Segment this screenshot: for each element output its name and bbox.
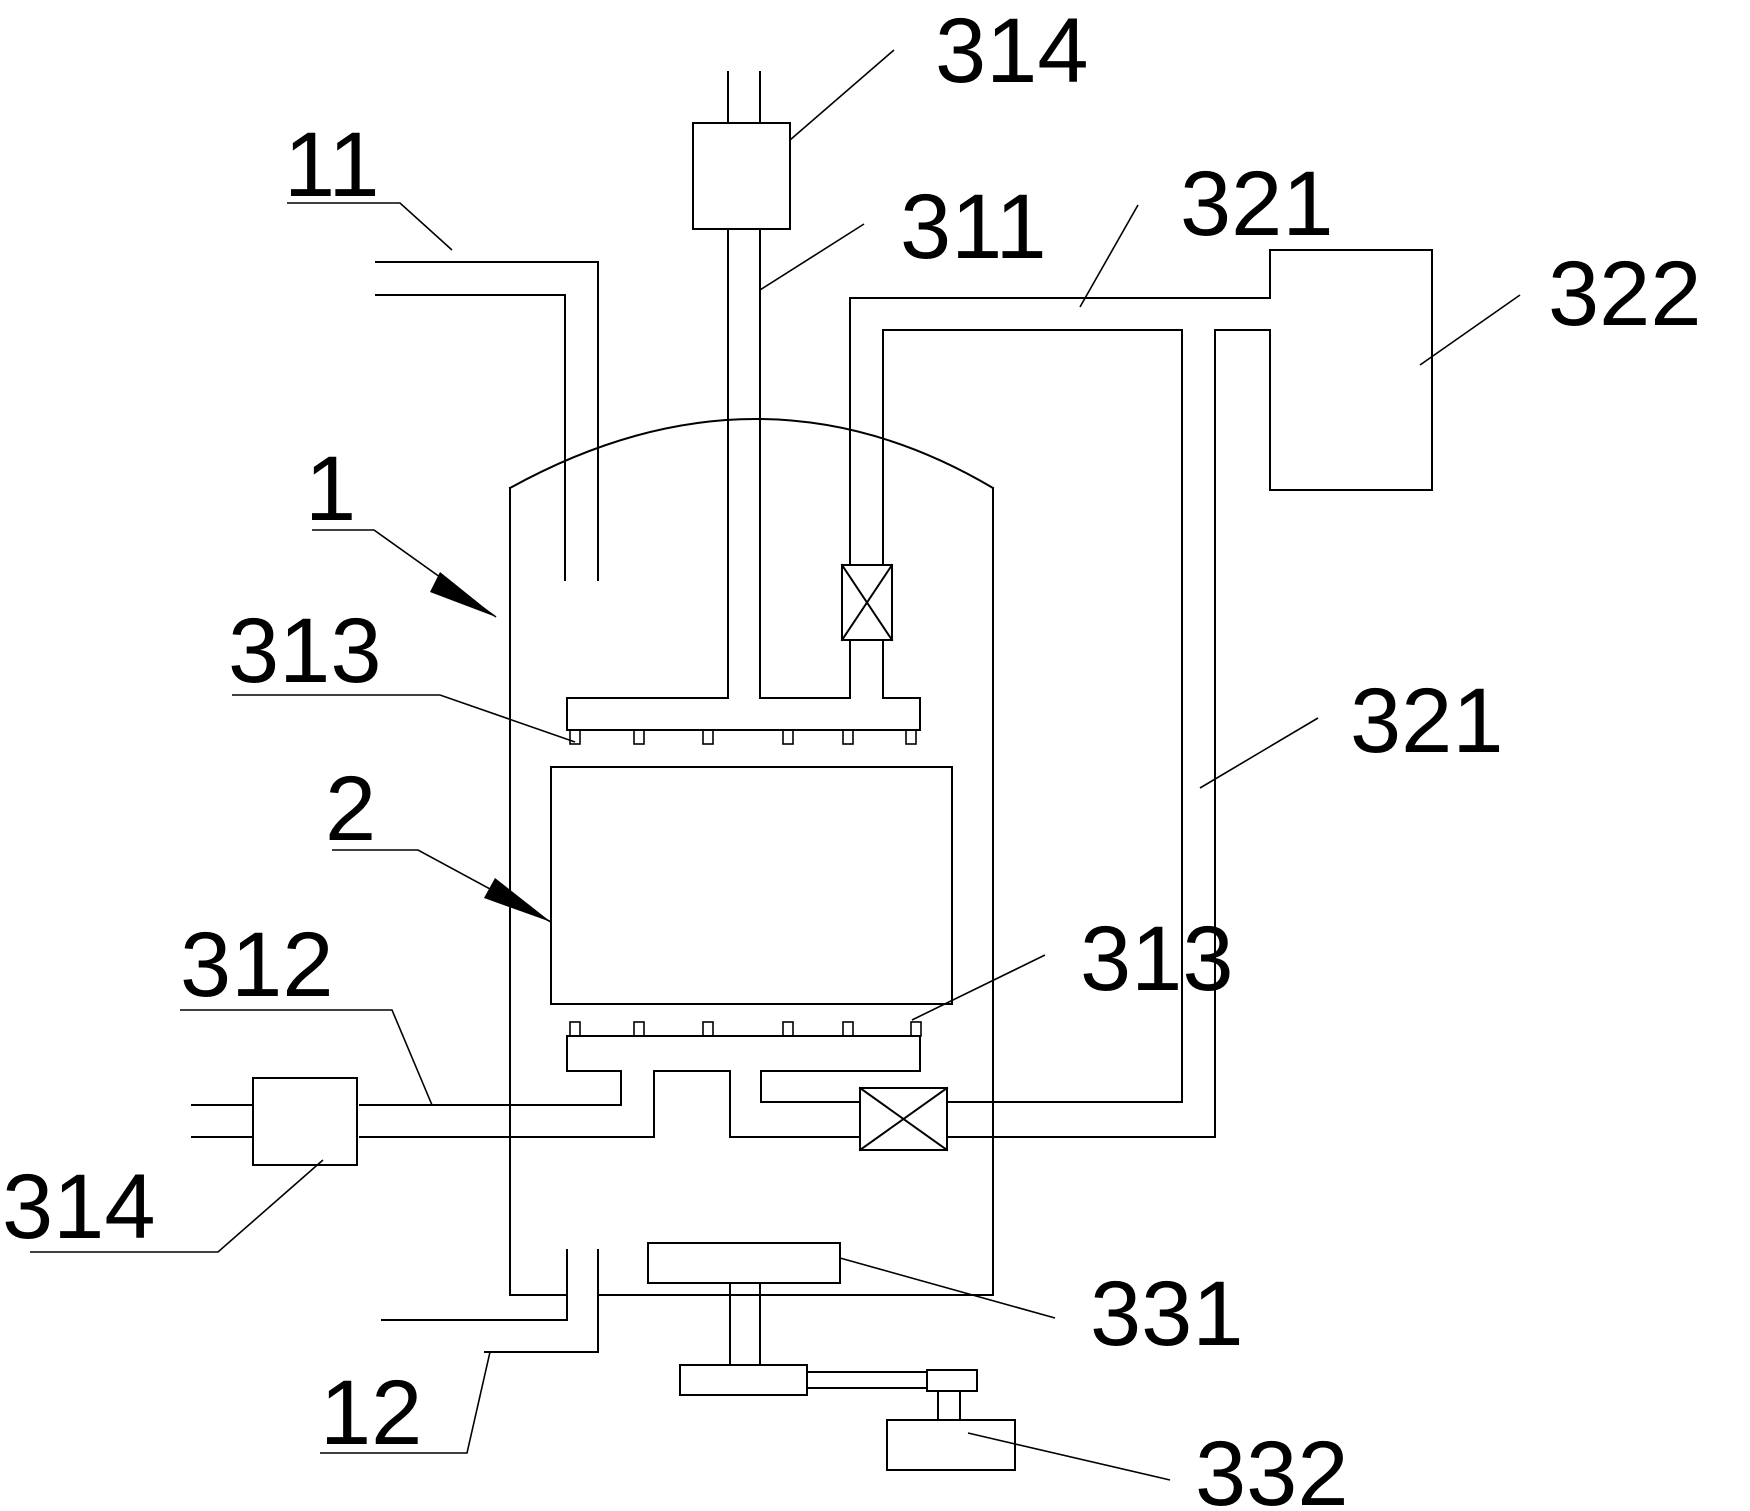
filter-media [550,766,953,1005]
top-valve [840,563,894,642]
label-bottom-plate: 331 [1090,1263,1244,1365]
label-top-pump: 314 [935,0,1089,102]
outlet-pipe [381,1249,599,1353]
label-collection-tank: 322 [1548,243,1702,345]
label-top-supply-pipe: 311 [900,176,1047,278]
label-inlet-pipe: 11 [284,114,380,216]
label-outlet-pipe: 12 [320,1362,422,1464]
bottom-distributor [359,1021,922,1138]
arrow-icon [430,572,496,617]
label-right-return-pipe: 321 [1350,670,1504,772]
label-bottom-pump: 314 [2,1156,156,1258]
top-distributor [566,639,921,745]
top-supply-pipe [727,228,761,699]
label-filter-media: 2 [325,758,376,860]
bottom-pump [191,1077,358,1166]
label-tank: 1 [305,438,356,540]
arrow-icon [484,878,551,922]
bottom-plate [647,1242,841,1366]
label-upper-return-pipe: 321 [1180,153,1334,255]
leader-lines [30,49,1521,1481]
top-pump [692,71,791,230]
collection-tank [1269,249,1433,491]
label-motor: 332 [1195,1423,1349,1511]
bottom-valve [858,1086,949,1152]
label-bottom-supply-pipe: 312 [180,914,334,1016]
label-bottom-distributor: 313 [1080,908,1234,1010]
inlet-pipe [375,261,599,581]
motor [679,1364,1016,1471]
return-pipes [849,249,1271,1138]
label-top-distributor: 313 [228,600,382,702]
tank-body [508,418,995,1296]
labels: 11 1 313 2 314 311 321 322 321 313 312 3… [2,0,1702,1511]
